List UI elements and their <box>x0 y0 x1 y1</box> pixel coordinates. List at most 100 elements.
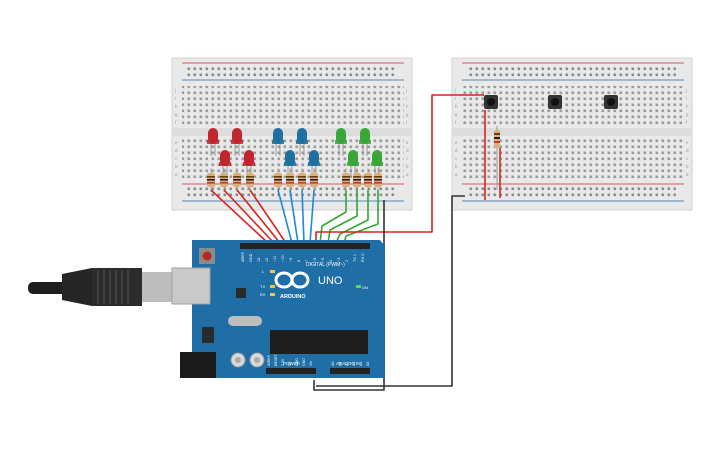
digital-pin-label: 4 <box>329 260 333 262</box>
power-pin-label: Vin <box>309 361 313 366</box>
digital-pin-label: 8 <box>297 260 301 262</box>
led-red-3[interactable] <box>231 128 243 156</box>
wire-green-3[interactable] <box>335 190 369 244</box>
row-letter: i <box>455 96 456 101</box>
wire-red-button[interactable] <box>315 94 484 243</box>
row-letter: i <box>686 96 687 101</box>
led-blue-3[interactable] <box>296 128 308 156</box>
row-letter: f <box>175 120 177 125</box>
analog-pin-label: A5 <box>366 362 370 366</box>
pushbutton-1[interactable] <box>484 95 498 109</box>
row-letter: a <box>455 172 458 177</box>
row-letter: d <box>175 148 178 153</box>
analog-pin-label: A1 <box>338 362 342 366</box>
wire-blue-3[interactable] <box>301 189 305 244</box>
resistor-11[interactable] <box>364 168 372 192</box>
button-resistor[interactable] <box>494 126 500 190</box>
row-letter: b <box>406 164 409 169</box>
digital-pin-label: ~3 <box>337 258 341 262</box>
row-letter: h <box>406 104 409 109</box>
resistor-8[interactable] <box>310 168 318 192</box>
pushbutton-3[interactable] <box>604 95 618 109</box>
digital-pin-label: RX 0 <box>361 254 365 262</box>
row-letter: c <box>406 156 409 161</box>
led-array <box>207 128 383 178</box>
led-red-1[interactable] <box>207 128 219 156</box>
led-green-2[interactable] <box>347 150 359 178</box>
resistor-2[interactable] <box>220 168 228 192</box>
row-letter: i <box>406 96 407 101</box>
row-letter: g <box>175 112 178 117</box>
row-letter: a <box>175 172 178 177</box>
arduino-uno-board[interactable]: ARDUINO UNO DIGITAL (PWM~) POWER ANALOG … <box>171 240 385 378</box>
row-letter: i <box>175 96 176 101</box>
digital-label: DIGITAL (PWM~) <box>306 262 345 268</box>
resistor-7[interactable] <box>298 168 306 192</box>
resistor-4[interactable] <box>246 168 254 192</box>
row-letter: j <box>454 88 456 93</box>
analog-label: ANALOG IN <box>336 361 361 366</box>
resistor-3[interactable] <box>233 168 241 192</box>
wire-green-4[interactable] <box>343 190 379 244</box>
analog-pin-label: A2 <box>345 362 349 366</box>
led-green-3[interactable] <box>359 128 371 156</box>
row-letter: d <box>686 148 689 153</box>
row-letter: f <box>686 120 688 125</box>
resistor-12[interactable] <box>374 168 382 192</box>
arduino-brand: ARDUINO <box>280 294 306 300</box>
power-pin-label: GND <box>302 358 306 366</box>
digital-pin-label: TX 1 <box>353 254 357 262</box>
power-label: POWER <box>283 361 301 366</box>
digital-pin-label: 7 <box>305 260 309 262</box>
row-letter: f <box>455 120 457 125</box>
row-letter: g <box>686 112 689 117</box>
resistor-1[interactable] <box>207 168 215 192</box>
row-letter: e <box>406 140 409 145</box>
wire-blue-1[interactable] <box>277 189 293 244</box>
row-letter: d <box>406 148 409 153</box>
led-green-1[interactable] <box>335 128 347 156</box>
resistor-9[interactable] <box>342 168 350 192</box>
tx-label: TX <box>260 284 265 289</box>
row-letter: j <box>174 88 176 93</box>
rx-label: RX <box>260 292 266 297</box>
row-letter: b <box>175 164 178 169</box>
digital-pin-label: ~9 <box>289 258 293 262</box>
digital-pin-label: ~10 <box>281 256 285 262</box>
analog-pin-label: A3 <box>352 362 356 366</box>
wire-ground-right[interactable] <box>316 195 465 387</box>
digital-pin-label: ~11 <box>273 256 277 262</box>
arduino-model: UNO <box>318 275 343 287</box>
row-letter: c <box>686 156 689 161</box>
resistor-10[interactable] <box>353 168 361 192</box>
resistor-6[interactable] <box>286 168 294 192</box>
led-blue-1[interactable] <box>272 128 284 156</box>
wire-red-2[interactable] <box>223 189 275 244</box>
digital-pin-label: ~5 <box>321 258 325 262</box>
wire-blue-4[interactable] <box>309 189 315 244</box>
l-label: L <box>262 269 265 274</box>
wire-green-2[interactable] <box>327 190 358 244</box>
wire-red-4[interactable] <box>249 189 287 244</box>
row-letter: b <box>686 164 689 169</box>
wire-red-3[interactable] <box>236 189 281 244</box>
analog-pin-label: A4 <box>359 362 363 366</box>
pushbutton-2[interactable] <box>548 95 562 109</box>
power-pin-label: RESET <box>274 353 278 366</box>
resistor-5[interactable] <box>274 168 282 192</box>
wire-blue-2[interactable] <box>289 189 299 244</box>
row-letter: g <box>455 112 458 117</box>
led-blue-2[interactable] <box>284 150 296 178</box>
row-letter: b <box>455 164 458 169</box>
row-letter: f <box>406 120 408 125</box>
wire-red-1[interactable] <box>210 189 269 244</box>
row-letter: h <box>686 104 689 109</box>
row-letter: e <box>686 140 689 145</box>
wire-green-1[interactable] <box>319 190 347 244</box>
power-pin-label: 5V <box>288 361 292 366</box>
row-letter: e <box>175 140 178 145</box>
